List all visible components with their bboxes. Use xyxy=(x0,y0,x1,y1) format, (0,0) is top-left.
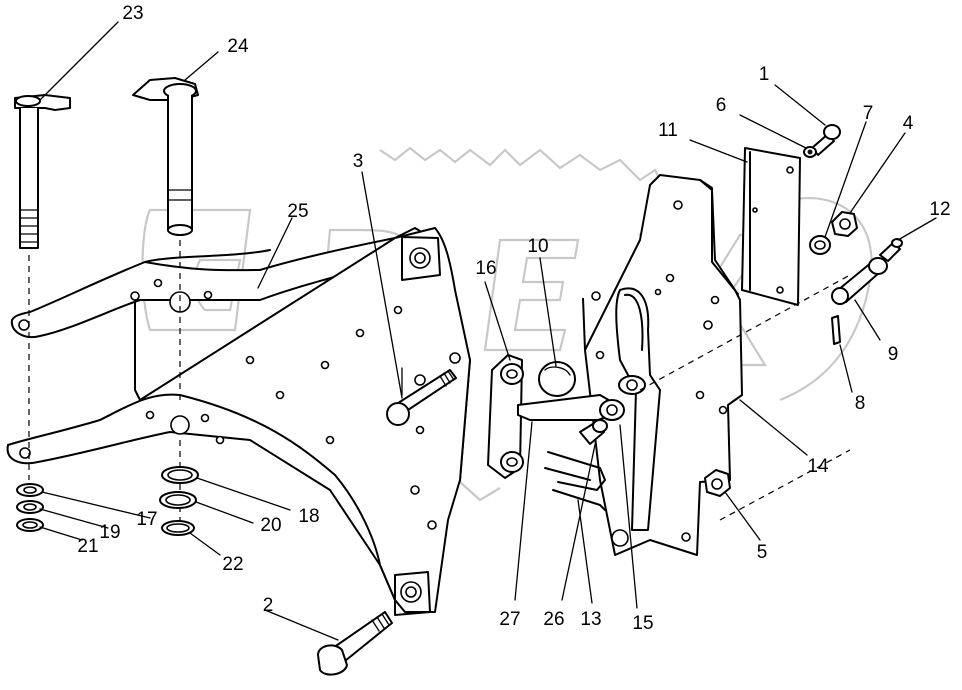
label-9: 9 xyxy=(888,344,899,365)
label-21: 21 xyxy=(77,536,98,557)
label-11: 11 xyxy=(658,120,678,141)
label-17: 17 xyxy=(136,509,157,530)
label-10: 10 xyxy=(527,236,548,257)
plate-11 xyxy=(741,147,801,306)
split-pin-8 xyxy=(831,315,841,345)
mounting-plate-14 xyxy=(582,174,743,556)
label-26: 26 xyxy=(543,609,564,630)
label-7: 7 xyxy=(863,103,874,124)
bolt-2 xyxy=(317,611,393,676)
nut-4 xyxy=(831,211,858,237)
label-16: 16 xyxy=(475,258,496,279)
label-20: 20 xyxy=(260,515,281,536)
label-14: 14 xyxy=(807,456,829,477)
roller-10 xyxy=(538,361,576,397)
bolt-3 xyxy=(386,367,457,426)
pin-9 xyxy=(831,257,888,305)
nut-5 xyxy=(704,469,731,497)
label-4: 4 xyxy=(903,113,914,134)
label-25: 25 xyxy=(287,201,308,222)
label-12: 12 xyxy=(929,199,950,220)
label-15: 15 xyxy=(632,613,653,634)
label-6: 6 xyxy=(716,95,727,116)
bracket-16 xyxy=(487,354,524,479)
washer-stack-right xyxy=(159,466,199,536)
washer-stack-left xyxy=(16,483,44,532)
label-2: 2 xyxy=(263,595,274,616)
label-19: 19 xyxy=(99,522,120,543)
label-18: 18 xyxy=(298,506,319,527)
main-frame-bracket xyxy=(6,227,471,616)
label-8: 8 xyxy=(855,393,866,414)
axis-line-2 xyxy=(719,449,851,521)
link-27 xyxy=(517,394,625,421)
bushing-26 xyxy=(579,419,608,445)
axis-line xyxy=(639,274,851,391)
label-1: 1 xyxy=(759,64,770,85)
pin-23 xyxy=(14,94,71,480)
label-3: 3 xyxy=(353,151,364,172)
label-22: 22 xyxy=(222,554,243,575)
lever-15 xyxy=(615,287,661,531)
label-27: 27 xyxy=(499,609,520,630)
label-5: 5 xyxy=(757,542,768,563)
leader-lines xyxy=(39,21,937,641)
part-labels: 1 2 3 4 5 6 7 8 9 10 11 12 13 14 15 16 1… xyxy=(77,3,950,634)
grease-nipple-12 xyxy=(879,238,903,262)
spring-13 xyxy=(544,451,606,511)
washer-6 xyxy=(803,146,817,158)
washer-7 xyxy=(809,235,831,255)
pin-24 xyxy=(132,77,199,530)
label-24: 24 xyxy=(227,36,249,57)
label-13: 13 xyxy=(580,609,601,630)
label-23: 23 xyxy=(122,3,143,24)
